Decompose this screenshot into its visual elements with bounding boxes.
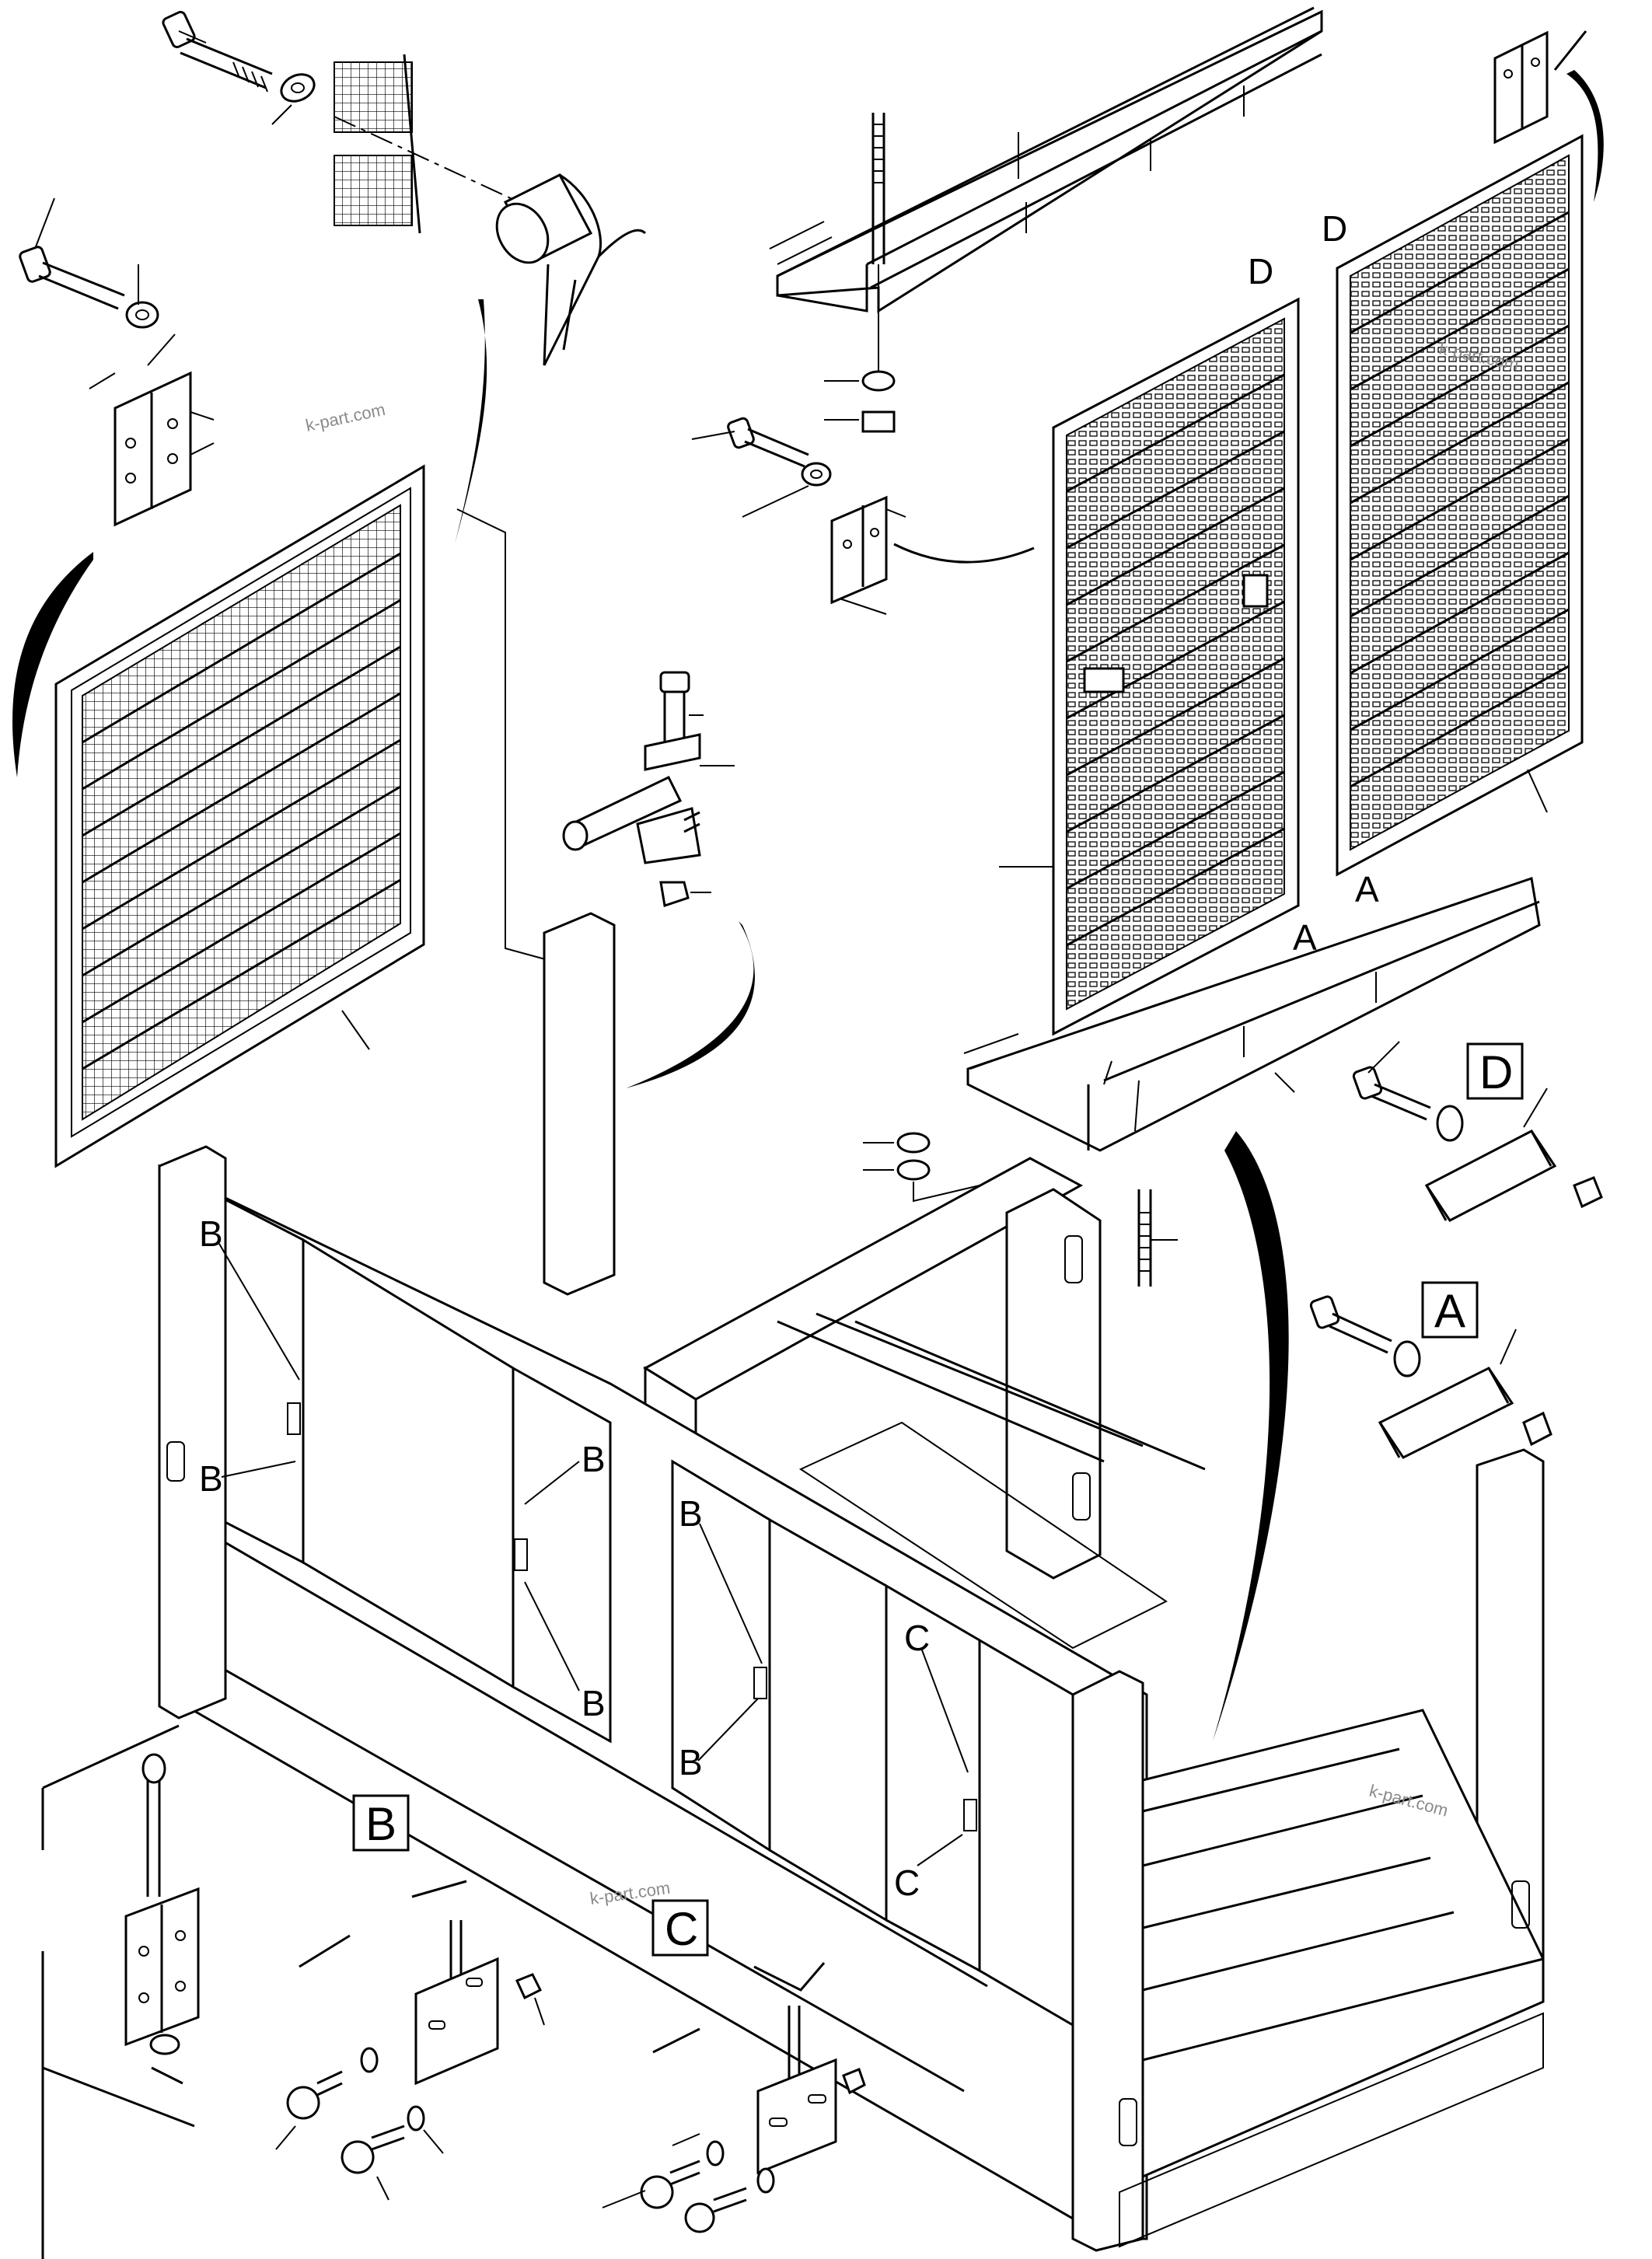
- callout-b-2: B: [199, 1458, 223, 1499]
- callout-c-1: C: [904, 1618, 930, 1658]
- detail-box-a: A: [1421, 1281, 1479, 1339]
- detail-box-a-label: A: [1434, 1285, 1465, 1337]
- callout-b-1: B: [199, 1213, 223, 1254]
- detail-box-b-label: B: [365, 1798, 396, 1850]
- hinge-top-right: [1493, 30, 1604, 202]
- top-channel: [769, 6, 1323, 313]
- callout-b-3: B: [582, 1439, 606, 1479]
- right-grille-panel-1: [999, 297, 1300, 1036]
- stud-bolt-lower: [863, 1132, 1178, 1287]
- hinge-detail-lower-left: [41, 1724, 200, 2259]
- leader-curve-right: [1213, 1131, 1289, 1741]
- latch-assembly: [562, 671, 735, 907]
- main-frame: [158, 912, 1545, 2252]
- detail-b-parts: [275, 1880, 545, 2201]
- detail-box-b: B: [352, 1794, 410, 1852]
- mesh-fragment: [334, 54, 545, 234]
- detail-box-c: C: [651, 1899, 709, 1957]
- left-grille-panel: [54, 464, 425, 1168]
- callout-b-6: B: [679, 1742, 703, 1782]
- callout-a-2: A: [1355, 869, 1379, 910]
- detail-box-c-label: C: [665, 1903, 698, 1955]
- leader-curve-mid: [626, 921, 755, 1088]
- cylinder-part: [495, 173, 647, 366]
- detail-box-d: D: [1466, 1042, 1524, 1100]
- bolt-left-2: [19, 197, 159, 329]
- callout-d-1: D: [1248, 251, 1273, 292]
- stud-bolt-top: [824, 113, 896, 433]
- detail-c-parts: [602, 1962, 866, 2233]
- callout-d-2: D: [1322, 208, 1347, 249]
- leader-curve-top: [455, 299, 487, 544]
- callout-leaders: [218, 1243, 969, 1866]
- callout-b-4: B: [582, 1683, 606, 1723]
- bolt-top-left: [162, 11, 316, 125]
- callout-c-2: C: [894, 1863, 920, 1903]
- watermark-1: k-part.com: [304, 400, 387, 435]
- bottom-channel-right: [963, 877, 1541, 1152]
- callout-b-5: B: [679, 1493, 703, 1534]
- bolt-mid-upper: [691, 417, 832, 518]
- right-grille-panel-2: [1336, 134, 1584, 877]
- leader-curve-left: [12, 552, 93, 777]
- hinge-left: [89, 333, 215, 527]
- hinge-mid-upper: [830, 495, 1035, 615]
- detail-box-d-label: D: [1479, 1046, 1513, 1098]
- detail-a-bracket: [1309, 1295, 1552, 1459]
- leader-line-vertical: [456, 508, 549, 961]
- callout-a-1: A: [1293, 917, 1317, 958]
- detail-d-bracket: [1352, 1041, 1603, 1222]
